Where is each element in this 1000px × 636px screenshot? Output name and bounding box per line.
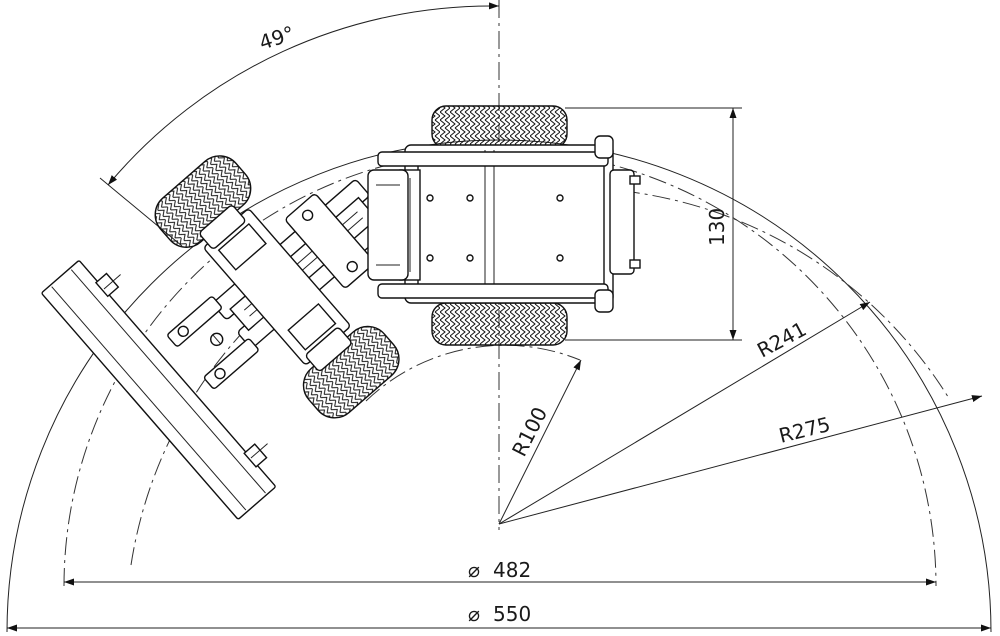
rear-wheel-top bbox=[431, 105, 568, 149]
r275-label: R275 bbox=[776, 412, 832, 448]
angle-arc bbox=[107, 2, 500, 186]
r275-line bbox=[498, 395, 983, 525]
angle-label: 49° bbox=[256, 21, 297, 55]
r241-line bbox=[498, 301, 871, 525]
dia550-label: 550 bbox=[493, 602, 531, 626]
front-assembly bbox=[41, 155, 400, 520]
articulation-joint bbox=[367, 169, 409, 281]
r241-label: R241 bbox=[753, 317, 810, 363]
dia482-symbol: ⌀ bbox=[468, 558, 480, 582]
rear-chassis bbox=[377, 105, 641, 346]
rear-wheel-bottom bbox=[431, 302, 568, 346]
inner-arc-100 bbox=[365, 344, 581, 402]
dia550-symbol: ⌀ bbox=[468, 602, 480, 626]
dia482-label: 482 bbox=[493, 558, 531, 582]
height-label: 130 bbox=[705, 208, 729, 246]
bucket bbox=[41, 260, 276, 520]
r100-line bbox=[498, 359, 582, 525]
